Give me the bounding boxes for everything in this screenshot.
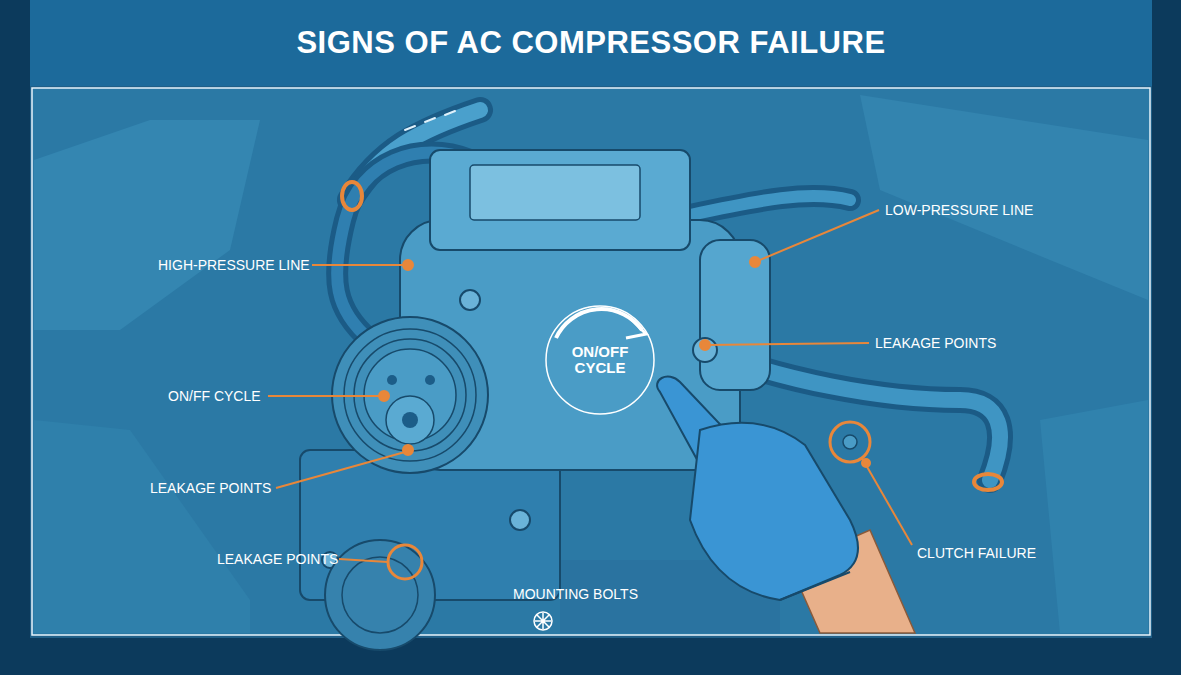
cycle-label: ON/OFF CYCLE <box>560 344 640 377</box>
callout-label: HIGH-PRESSURE LINE <box>158 257 310 273</box>
cycle-arrow <box>546 306 654 414</box>
leader-lines <box>268 210 912 579</box>
gloved-hand <box>657 377 915 633</box>
hoses <box>337 110 1002 490</box>
callout-label: LEAKAGE POINTS <box>150 480 271 496</box>
engine-bay <box>34 95 1148 633</box>
callout-label: LOW-PRESSURE LINE <box>885 202 1033 218</box>
callout-label: LEAKAGE POINTS <box>217 551 338 567</box>
callout-label: LEAKAGE POINTS <box>875 335 996 351</box>
callout-label: MOUNTING BOLTS <box>513 586 638 602</box>
title: SIGNS OF AC COMPRESSOR FAILURE <box>30 0 1152 86</box>
callout-label: ON/FF CYCLE <box>168 388 261 404</box>
callout-label: CLUTCH FAILURE <box>917 545 1036 561</box>
clutch-pulley <box>325 317 488 650</box>
bolt-symbol <box>534 612 552 630</box>
